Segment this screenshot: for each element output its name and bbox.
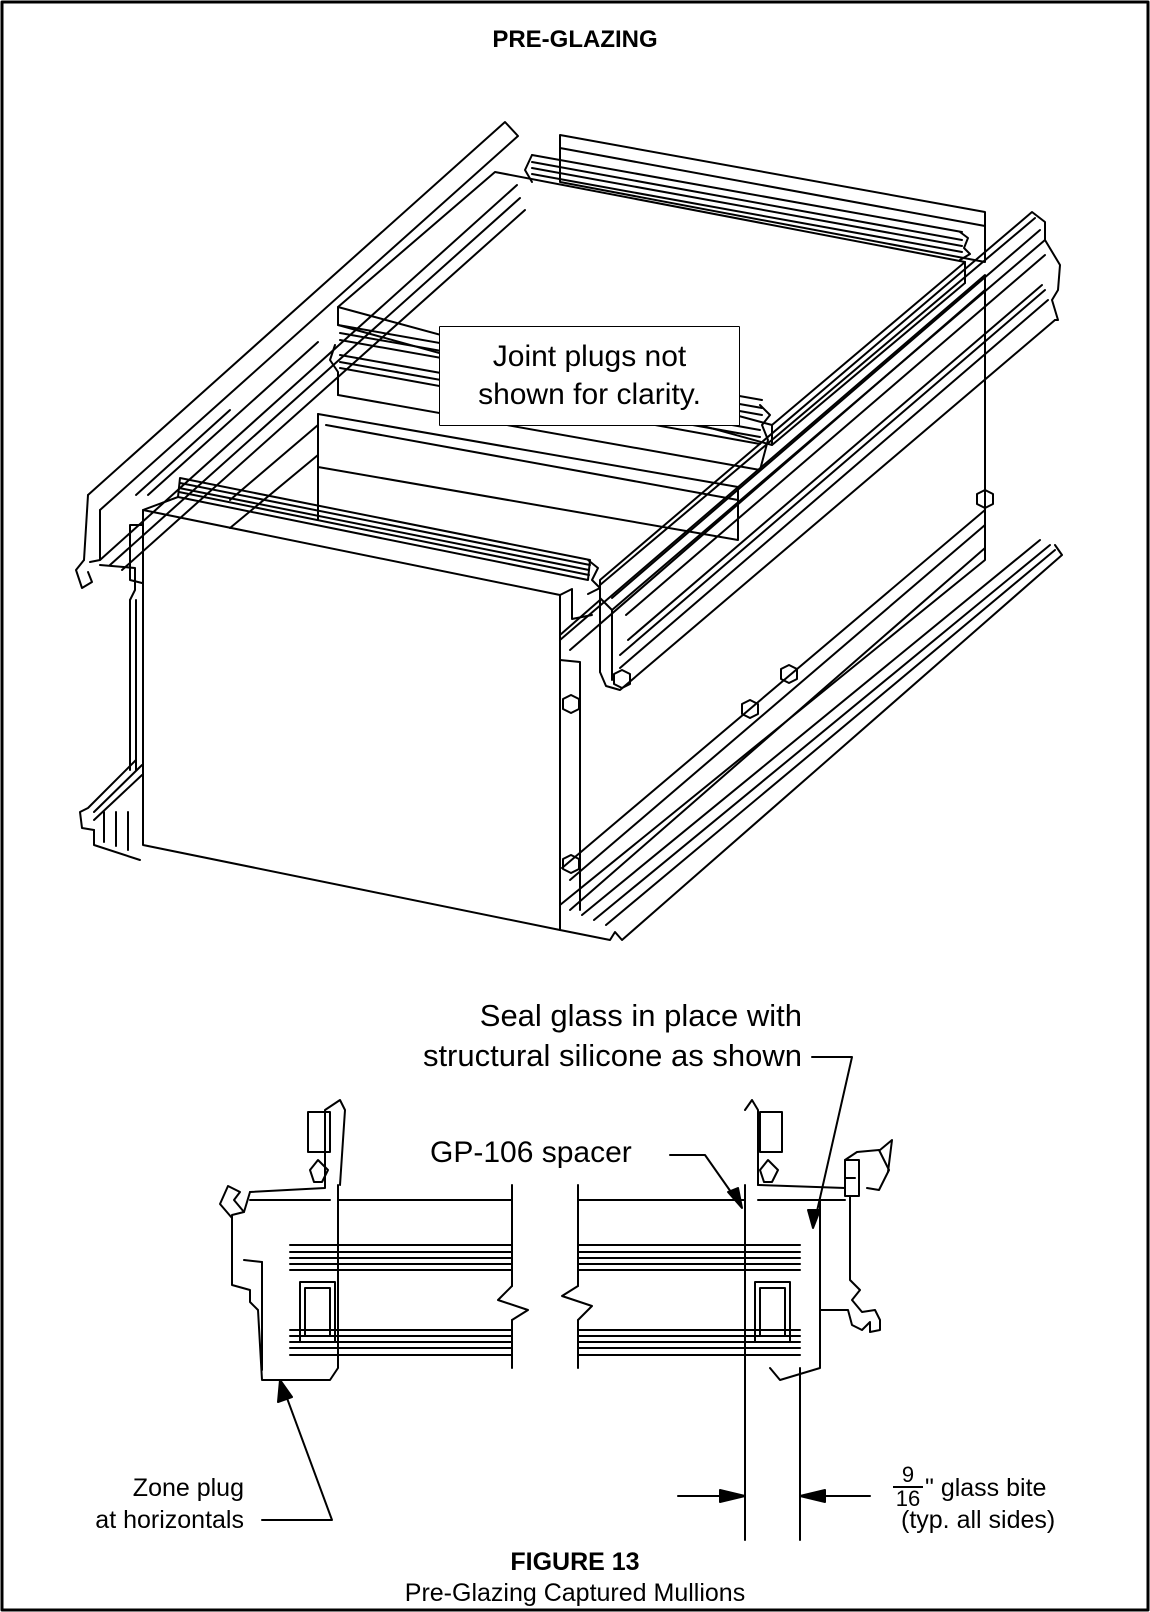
zone-plug-callout-line2: at horizontals <box>95 1506 244 1534</box>
drawing-title: PRE-GLAZING <box>492 26 658 53</box>
clarity-note-line1: Joint plugs not <box>492 340 687 373</box>
clarity-note-line2: shown for clarity. <box>478 378 701 411</box>
glass-bite-callout-line1: " glass bite <box>925 1474 1047 1502</box>
left-frame-section <box>219 1099 346 1381</box>
glass-bite-fraction: 9 16 <box>893 1464 923 1510</box>
fraction-denominator: 16 <box>893 1486 923 1510</box>
section-detail <box>219 1056 893 1541</box>
leader-lines <box>261 1056 853 1521</box>
zone-plug-callout-line1: Zone plug <box>132 1474 244 1502</box>
right-glass <box>561 1184 801 1369</box>
left-sill-profile <box>75 121 526 601</box>
glass-bite-dimension <box>677 1367 871 1541</box>
opening-back <box>135 341 739 541</box>
spacer-callout: GP-106 spacer <box>430 1136 632 1169</box>
seal-callout-line1: Seal glass in place with <box>479 998 802 1033</box>
right-frame-section <box>744 1099 893 1381</box>
seal-callout-line2: structural silicone as shown <box>422 1038 802 1073</box>
clarity-note: Joint plugs not shown for clarity. <box>440 327 739 425</box>
bolt-heads <box>562 489 994 874</box>
right-mullion <box>559 211 1063 941</box>
figure-caption: Pre-Glazing Captured Mullions <box>404 1579 746 1607</box>
fraction-numerator: 9 <box>901 1462 915 1487</box>
isometric-assembly <box>75 121 1063 941</box>
figure-number: FIGURE 13 <box>510 1548 640 1576</box>
upper-rail <box>524 134 986 263</box>
glass-bite-callout-line2: (typ. all sides) <box>901 1506 1056 1534</box>
left-glass <box>289 1184 529 1369</box>
left-mullion <box>79 524 144 861</box>
front-rail <box>161 477 601 595</box>
